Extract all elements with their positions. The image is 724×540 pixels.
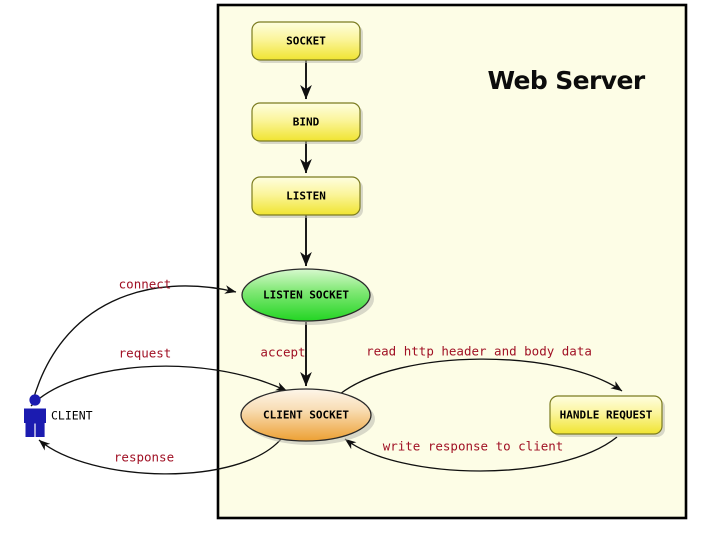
client-actor-label: CLIENT <box>51 409 93 423</box>
edge-label-read-http: read http header and body data <box>366 344 592 359</box>
listen-label: LISTEN <box>286 190 326 203</box>
client-socket-label: CLIENT SOCKET <box>263 409 349 422</box>
person-left-leg <box>25 421 34 437</box>
person-head <box>29 394 41 406</box>
person-icon <box>24 394 46 437</box>
listen-socket-ellipse <box>241 268 371 322</box>
edge-request <box>30 365 288 407</box>
edge-read-http <box>339 358 623 395</box>
edge-label-request: request <box>119 346 172 361</box>
node-listen[interactable]: LISTEN <box>251 176 363 218</box>
person-right-leg <box>37 421 45 437</box>
curved-edges <box>30 285 623 475</box>
client-actor[interactable]: CLIENT <box>24 394 93 437</box>
node-handle-request[interactable]: HANDLE REQUEST <box>549 395 665 437</box>
socket-label: SOCKET <box>286 35 326 48</box>
edge-label-accept: accept <box>260 345 305 360</box>
edge-label-connect: connect <box>119 277 172 292</box>
listen-socket-label: LISTEN SOCKET <box>263 289 349 302</box>
edge-label-write-response: write response to client <box>383 439 564 454</box>
bind-rect <box>251 102 361 142</box>
server-title: Web Server <box>487 66 645 95</box>
handle-request-rect <box>549 395 663 435</box>
socket-rect <box>251 21 361 61</box>
handle-request-label: HANDLE REQUEST <box>560 409 653 422</box>
edge-write-response <box>344 436 618 472</box>
client-socket-ellipse <box>240 388 372 442</box>
edge-labels: connect request accept read http header … <box>114 277 592 465</box>
node-listen-socket[interactable]: LISTEN SOCKET <box>241 268 374 325</box>
node-bind[interactable]: BIND <box>251 102 363 144</box>
bind-label: BIND <box>293 116 320 129</box>
edge-connect <box>31 285 237 405</box>
node-socket[interactable]: SOCKET <box>251 21 363 63</box>
person-torso <box>24 408 46 423</box>
node-client-socket[interactable]: CLIENT SOCKET <box>240 388 375 445</box>
listen-rect <box>251 176 361 216</box>
edge-label-response: response <box>114 450 174 465</box>
edge-response <box>38 437 283 475</box>
